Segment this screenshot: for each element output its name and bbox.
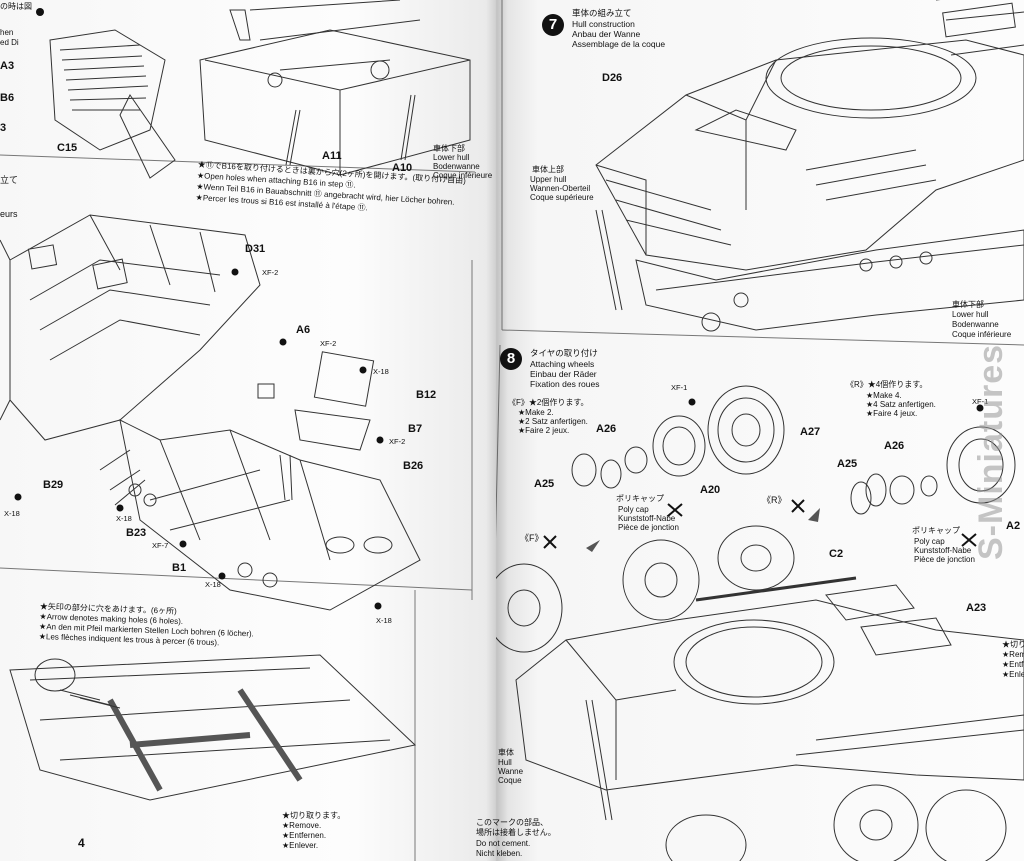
paint-code: XF-1 — [671, 383, 688, 392]
part-label-b29: B29 — [43, 479, 64, 491]
part-label-b7: B7 — [408, 423, 423, 435]
step-title-fragment-fr: eurs — [0, 209, 18, 219]
paint-code: X-18 — [116, 514, 132, 523]
step-7-badge: 7 — [542, 14, 564, 36]
book-gutter-shadow — [486, 0, 508, 861]
part-label: B6 — [0, 92, 15, 104]
part-label: A11 — [322, 150, 342, 162]
top-note-en-fragment: hen — [0, 28, 14, 37]
paint-code: X-18 — [4, 509, 20, 518]
paint-code: XF-2 — [320, 339, 337, 348]
part-label-b26: B26 — [403, 460, 424, 472]
front-wheel-marker: 《F》 — [520, 533, 544, 543]
right-page-line-art — [496, 0, 1024, 861]
right-page: 7 車体の組み立て Hull construction Anbau der Wa… — [476, 0, 1024, 861]
part-label-a27: A27 — [800, 426, 821, 438]
paint-code: XF-1 — [972, 397, 989, 406]
step-8-badge: 8 — [500, 348, 522, 370]
part-label-c2: C2 — [829, 548, 844, 560]
paint-code: X-18 — [376, 616, 392, 625]
part-label: A10 — [392, 162, 413, 174]
paint-code: XF-2 — [262, 268, 279, 277]
part-label-a20: A20 — [700, 484, 721, 496]
part-label-d26: D26 — [602, 72, 623, 84]
part-label-b1: B1 — [172, 562, 187, 574]
left-page: の時は図 hen ed Di A3 B6 3 C15 A11 A10 車体下部 … — [0, 0, 496, 861]
part-label: A3 — [0, 60, 15, 72]
paint-code: XF-2 — [389, 437, 406, 446]
page-number: 4 — [78, 836, 85, 850]
top-note-de-fragment: ed Di — [0, 38, 19, 47]
top-note-jp-fragment: の時は図 — [0, 2, 32, 11]
part-label: C15 — [57, 142, 78, 154]
paint-code: X-18 — [373, 367, 389, 376]
watermark: S-Miniatures — [972, 343, 1010, 560]
paint-code: X-18 — [205, 580, 221, 589]
part-label-a25-rear: A25 — [837, 458, 858, 470]
part-label-a6: A6 — [296, 324, 311, 336]
part-label-b23: B23 — [126, 527, 147, 539]
rear-wheel-marker: 《R》 — [762, 495, 787, 505]
left-page-line-art — [0, 0, 476, 861]
part-label-a26: A26 — [596, 423, 617, 435]
paint-code: XF-7 — [152, 541, 169, 550]
part-label-a2: A2 — [1006, 520, 1021, 532]
part-label-a25: A25 — [534, 478, 555, 490]
part-label-a23: A23 — [966, 602, 987, 614]
step-title-fragment: 立て — [0, 175, 19, 185]
part-label-d31: D31 — [245, 243, 266, 255]
part-label-a26-rear: A26 — [884, 440, 905, 452]
part-label: 3 — [0, 122, 7, 134]
part-label-b12: B12 — [416, 389, 437, 401]
